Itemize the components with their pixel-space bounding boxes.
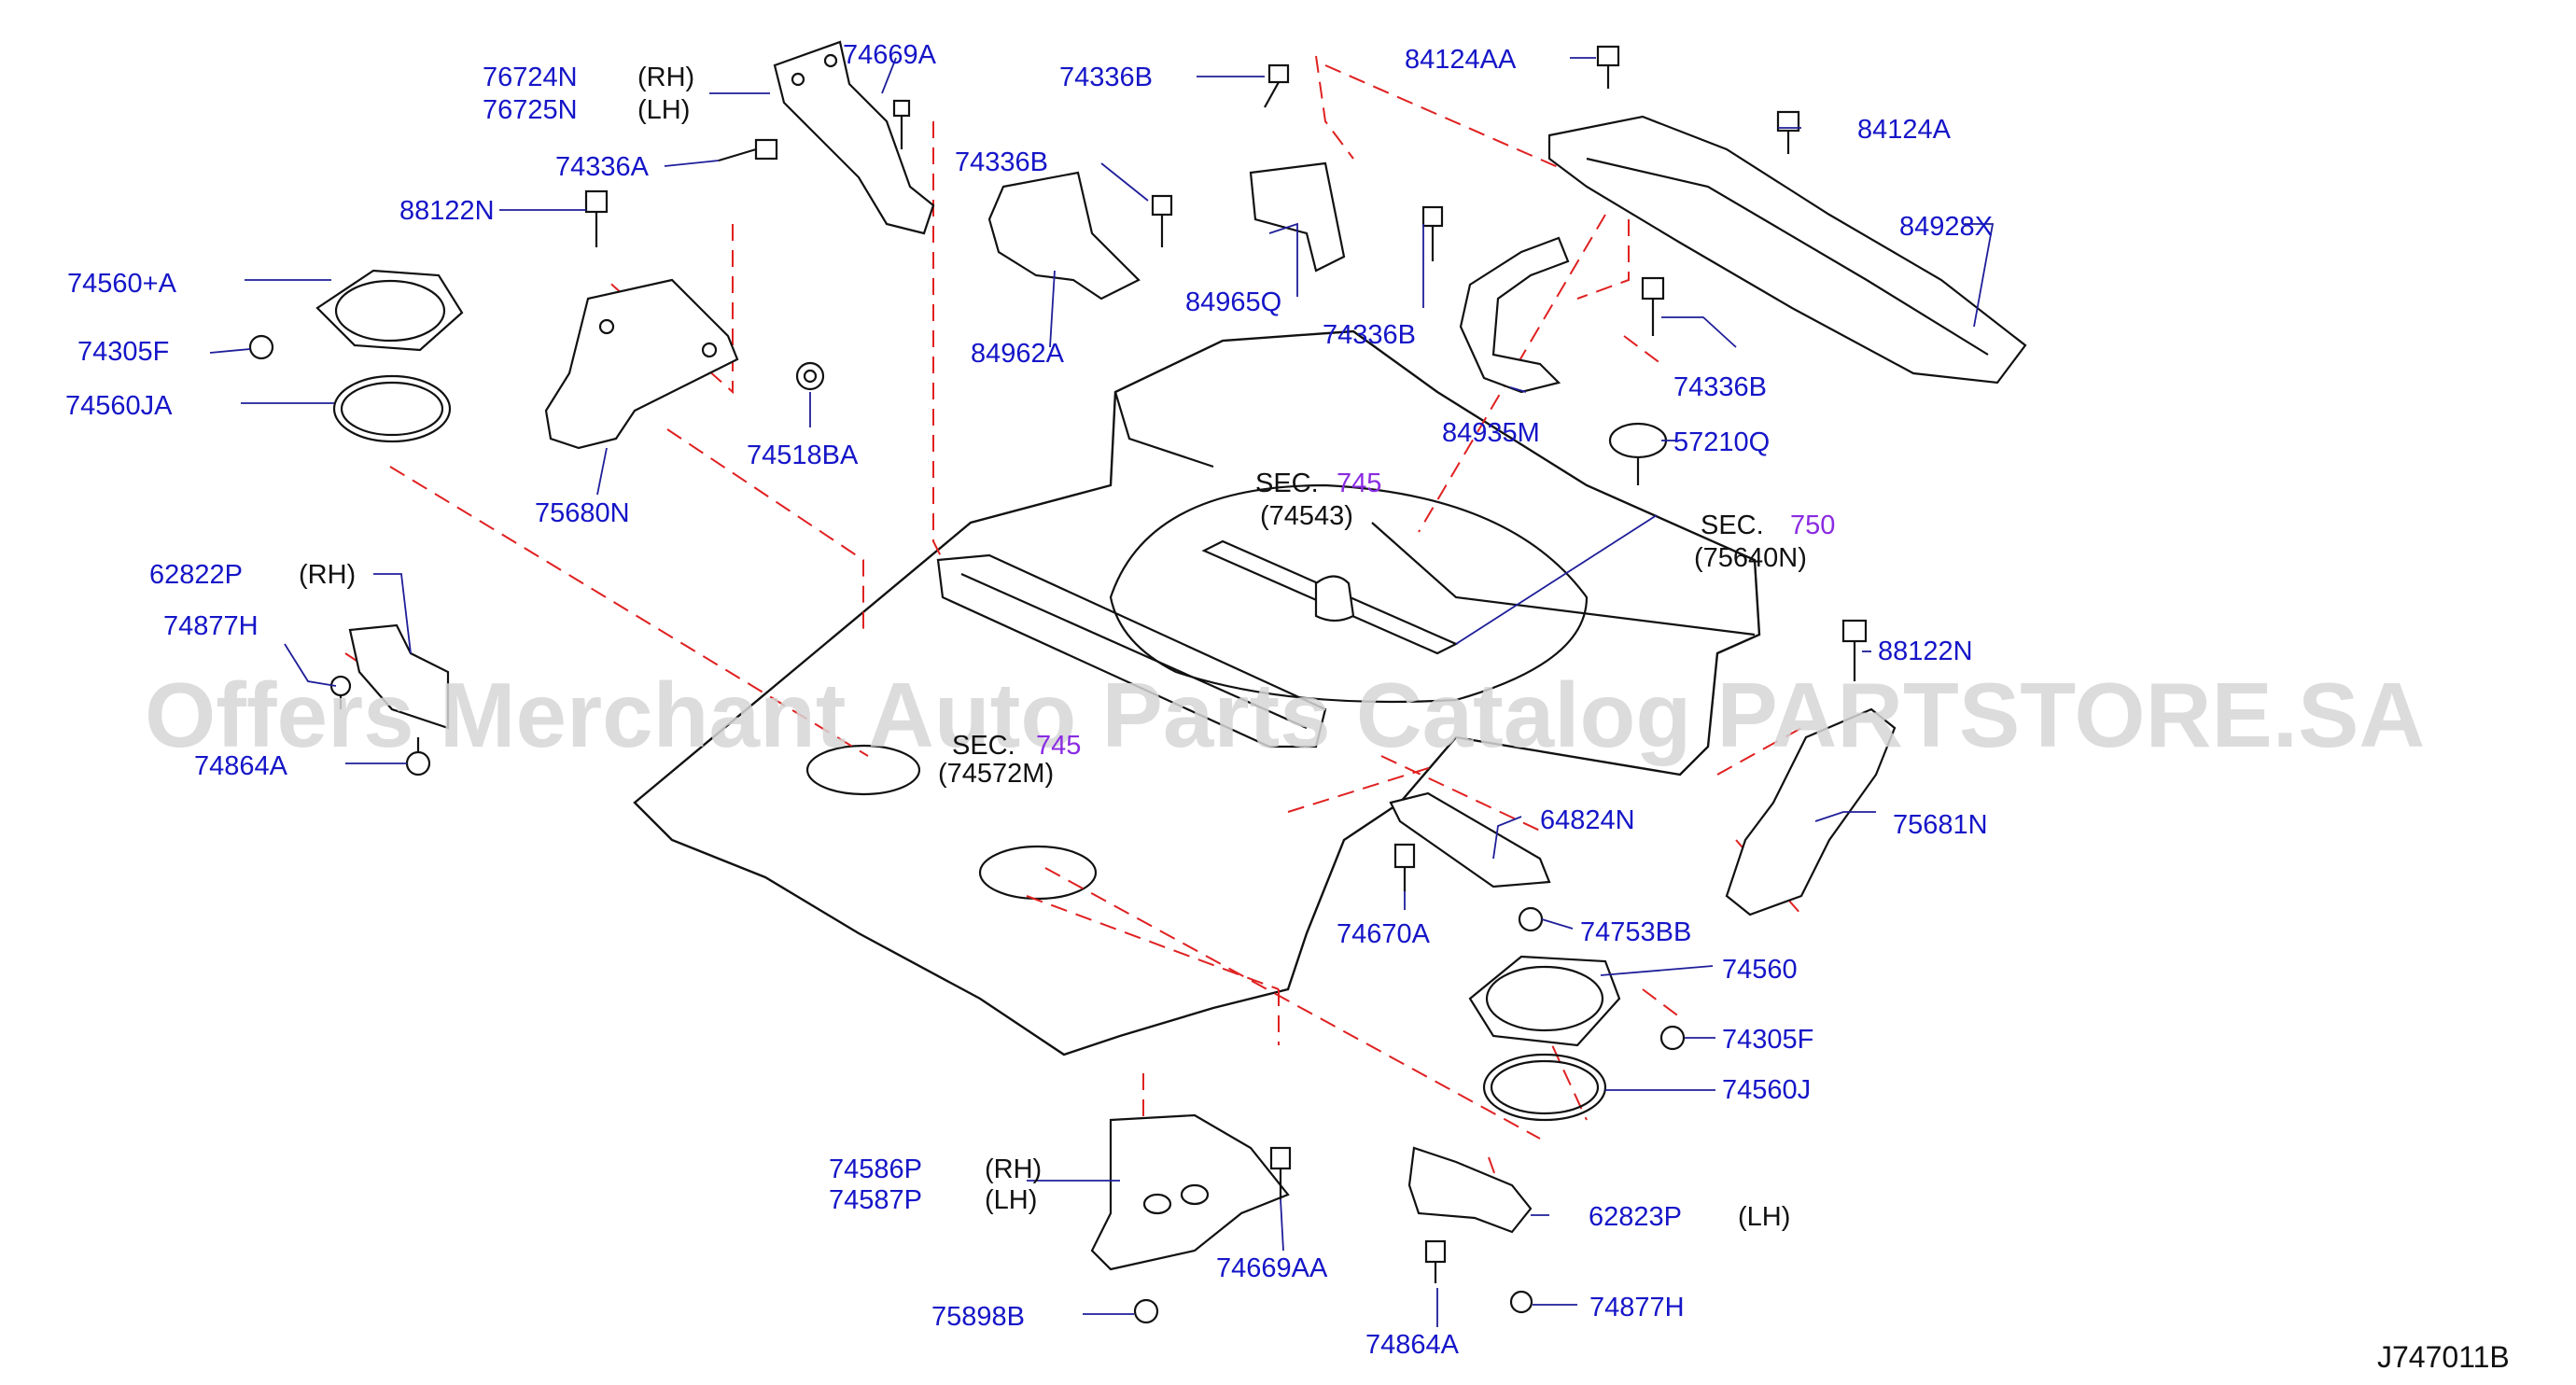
bracket-62822P[interactable]	[348, 623, 450, 730]
side-label: (LH)	[985, 1185, 1037, 1215]
part-label-84935M[interactable]: 84935M	[1442, 418, 1540, 448]
part-label-74877H[interactable]: 74877H	[1589, 1293, 1685, 1322]
part-label-74305F[interactable]: 74305F	[1722, 1025, 1813, 1055]
bolt-84124AA[interactable]	[1596, 45, 1620, 89]
part-label-74586P[interactable]: 74586P	[829, 1154, 922, 1184]
clip-74877H-right[interactable]	[1509, 1290, 1533, 1314]
part-label-74877H[interactable]: 74877H	[163, 611, 259, 641]
part-label-76725N[interactable]: 76725N	[483, 95, 578, 125]
bolt-74336B-top[interactable]	[1264, 63, 1290, 108]
clip-74305F-left[interactable]	[248, 334, 274, 360]
section-number-link[interactable]: 745	[1337, 469, 1381, 498]
part-label-62822P[interactable]: 62822P	[149, 560, 243, 590]
speaker-74560[interactable]	[1468, 955, 1621, 1047]
bracket-84962A[interactable]	[987, 171, 1141, 301]
part-label-88122N[interactable]: 88122N	[1878, 637, 1973, 666]
clip-57210Q[interactable]	[1608, 422, 1668, 485]
speaker-74560A[interactable]	[315, 269, 464, 352]
bolt-74336B-far[interactable]	[1641, 276, 1665, 336]
bolt-84124A[interactable]	[1776, 110, 1800, 154]
bolt-74670A[interactable]	[1393, 843, 1416, 891]
nut-74518BA[interactable]	[795, 361, 825, 391]
part-label-74587P[interactable]: 74587P	[829, 1185, 922, 1215]
side-label: (RH)	[299, 560, 356, 590]
bolt-74669AA[interactable]	[1269, 1146, 1292, 1199]
bolt-74336A[interactable]	[718, 138, 778, 162]
section-ref: (74572M)	[938, 759, 1054, 789]
bolt-74669A[interactable]	[892, 99, 911, 149]
section-number-link[interactable]: 750	[1790, 511, 1835, 540]
part-label-74336B[interactable]: 74336B	[1323, 320, 1416, 350]
section-label: SEC.	[1701, 511, 1764, 540]
rear-floor-panel	[633, 329, 1761, 1056]
nut-74753BB[interactable]	[1518, 906, 1544, 932]
watermark-text: Offers Merchant Auto Parts Catalog PARTS…	[145, 664, 2425, 766]
part-label-88122N[interactable]: 88122N	[399, 196, 495, 226]
part-label-62823P[interactable]: 62823P	[1589, 1202, 1682, 1232]
nut-75898B[interactable]	[1133, 1298, 1159, 1324]
part-label-74669A[interactable]: 74669A	[843, 40, 937, 70]
part-label-76724N[interactable]: 76724N	[483, 63, 578, 92]
part-label-74305F[interactable]: 74305F	[77, 337, 169, 367]
part-label-74336B[interactable]: 74336B	[1059, 63, 1153, 92]
part-label-74864A[interactable]: 74864A	[194, 751, 288, 781]
part-label-84962A[interactable]: 84962A	[971, 339, 1065, 369]
side-label: (LH)	[1738, 1202, 1790, 1232]
part-label-75680N[interactable]: 75680N	[535, 498, 630, 528]
part-label-84965Q[interactable]: 84965Q	[1185, 287, 1281, 317]
part-label-74670A[interactable]: 74670A	[1337, 919, 1431, 949]
part-label-74336B[interactable]: 74336B	[955, 147, 1048, 177]
section-label: SEC.	[952, 731, 1015, 761]
side-label: (RH)	[985, 1154, 1042, 1184]
bolt-74336B-right[interactable]	[1421, 205, 1444, 261]
bolt-88122N-right[interactable]	[1841, 619, 1868, 681]
bracket-84965Q[interactable]	[1249, 161, 1346, 273]
part-label-74560J[interactable]: 74560J	[1722, 1075, 1811, 1105]
part-label-74864A[interactable]: 74864A	[1365, 1330, 1460, 1360]
part-label-74518BA[interactable]: 74518BA	[747, 441, 859, 470]
clip-74305F-right[interactable]	[1659, 1025, 1686, 1051]
part-label-84124AA[interactable]: 84124AA	[1405, 45, 1517, 75]
part-label-74336A[interactable]: 74336A	[555, 152, 650, 182]
side-label: (RH)	[637, 63, 694, 92]
nut-74864A-right[interactable]	[1424, 1239, 1447, 1283]
bracket-75681N[interactable]	[1725, 707, 1897, 916]
part-label-74560A[interactable]: 74560+A	[67, 269, 177, 299]
section-ref: (74543)	[1260, 501, 1353, 531]
part-label-57210Q[interactable]: 57210Q	[1673, 427, 1770, 457]
leader-lines	[209, 57, 1995, 1327]
part-label-74560[interactable]: 74560	[1722, 955, 1798, 985]
part-label-74560JA[interactable]: 74560JA	[65, 391, 173, 421]
part-label-64824N[interactable]: 64824N	[1540, 805, 1635, 835]
bracket-74586P[interactable]	[1090, 1113, 1290, 1271]
seal-74560JA[interactable]	[332, 374, 452, 443]
part-label-74753BB[interactable]: 74753BB	[1580, 917, 1691, 947]
part-label-84124A[interactable]: 84124A	[1857, 115, 1952, 145]
bracket-64824N[interactable]	[1389, 791, 1551, 888]
diagram-code: J747011B	[2377, 1340, 2510, 1374]
bracket-84935M[interactable]	[1459, 236, 1570, 394]
bracket-62823P[interactable]	[1407, 1146, 1533, 1234]
seal-74560J[interactable]	[1482, 1053, 1607, 1122]
part-label-75681N[interactable]: 75681N	[1893, 810, 1988, 840]
trim-84928X[interactable]	[1547, 115, 2027, 385]
part-label-84928X[interactable]: 84928X	[1899, 212, 1993, 242]
section-ref: (75640N)	[1694, 543, 1807, 573]
bolt-74336B-mid[interactable]	[1151, 194, 1173, 247]
bolt-88122N-left[interactable]	[584, 189, 609, 247]
side-label: (LH)	[637, 95, 690, 125]
part-label-74669AA[interactable]: 74669AA	[1216, 1253, 1328, 1283]
section-number-link[interactable]: 745	[1036, 731, 1081, 761]
part-label-75898B[interactable]: 75898B	[931, 1302, 1025, 1332]
bracket-76724N[interactable]	[773, 40, 935, 235]
part-label-74336B[interactable]: 74336B	[1673, 372, 1767, 402]
section-label: SEC.	[1255, 469, 1319, 498]
bracket-75680N[interactable]	[544, 278, 739, 450]
